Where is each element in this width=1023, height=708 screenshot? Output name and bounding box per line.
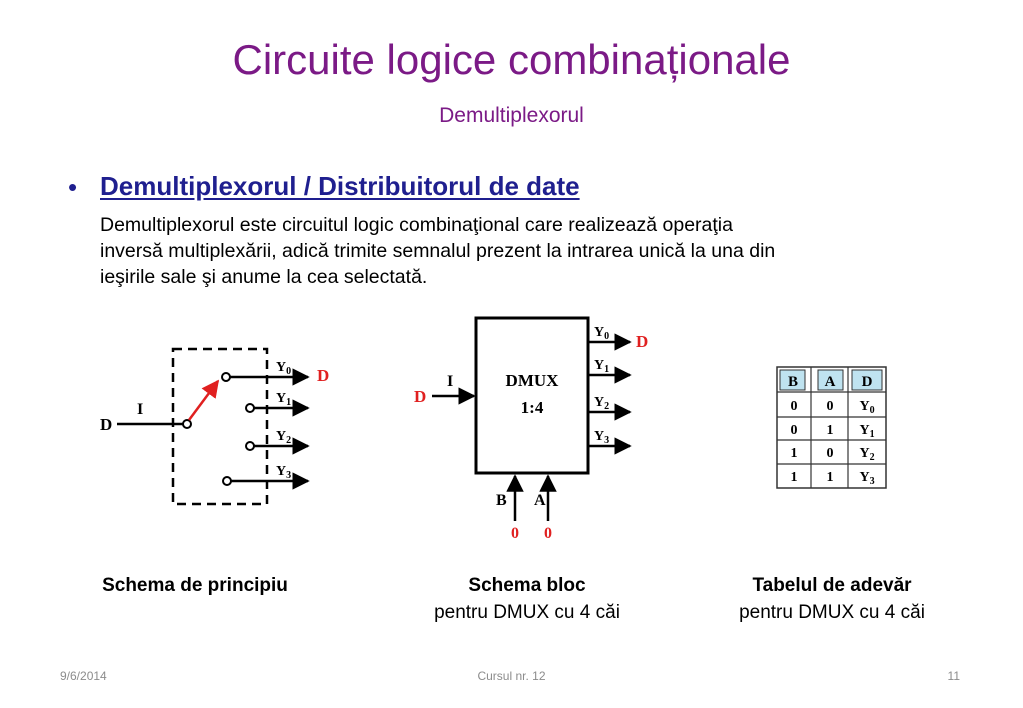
dmux-block-ratio: 1:4 — [521, 398, 544, 417]
body-line-3: ieşirile sale şi anume la cea selectată. — [100, 266, 428, 288]
principle-out-label-y2: Y2 — [276, 429, 291, 446]
caption-block-sub: pentru DMUX cu 4 căi — [434, 602, 620, 623]
dmux-block-name: DMUX — [506, 371, 560, 390]
bullet-dot-icon: • — [68, 172, 78, 202]
table-header-b: B — [788, 374, 798, 390]
table-cell: 1 — [791, 470, 798, 485]
caption-table: Tabelul de adevăr pentru DMUX cu 4 căi — [697, 572, 967, 626]
principle-output-signal: D — [317, 366, 329, 385]
table-cell: 0 — [827, 399, 834, 414]
block-out-label-y3: Y3 — [594, 429, 609, 446]
block-diagram: DMUX 1:4 I D Y0 Y1 Y2 Y3 D B A 0 0 — [414, 316, 648, 542]
caption-table-title: Tabelul de adevăr — [752, 575, 912, 596]
caption-principle: Schema de principiu — [60, 572, 330, 599]
principle-diagram: D I Y0 Y1 Y2 Y3 D — [100, 347, 329, 506]
block-input-signal: D — [414, 387, 426, 406]
body-line-1: Demultiplexorul este circuitul logic com… — [100, 214, 733, 236]
selector-label-a: A — [534, 492, 546, 509]
body-line-2: inversă multiplexării, adică trimite sem… — [100, 240, 776, 262]
dashed-enclosure — [171, 347, 269, 506]
bullet-body: Demultiplexorul este circuitul logic com… — [100, 212, 960, 290]
selector-value-a: 0 — [544, 525, 552, 542]
selector-value-b: 0 — [511, 525, 519, 542]
table-header-cell-b — [779, 369, 806, 391]
principle-contact-y3 — [222, 476, 232, 486]
dmux-block — [474, 316, 590, 475]
block-out-label-y1: Y1 — [594, 358, 609, 375]
selector-label-b: B — [496, 492, 507, 509]
slide-title: Circuite logice combinaționale — [232, 36, 791, 83]
principle-input-signal: D — [100, 415, 112, 434]
table-cell: 0 — [827, 446, 834, 461]
table-header-cell-a — [817, 369, 844, 391]
principle-pivot-contact — [182, 419, 192, 429]
caption-block: Schema bloc pentru DMUX cu 4 căi — [392, 572, 662, 626]
principle-out-label-y3: Y3 — [276, 464, 291, 481]
table-cell: Y1 — [859, 423, 874, 440]
block-out-label-y0: Y0 — [594, 325, 609, 342]
truth-table: B A D 0 0 Y0 0 1 Y1 1 0 Y2 1 1 Y3 — [776, 366, 887, 489]
table-cell: Y0 — [859, 399, 874, 416]
table-header-a: A — [825, 374, 836, 390]
principle-switch-arm — [187, 379, 220, 421]
caption-block-title: Schema bloc — [468, 575, 586, 596]
table-cell: 0 — [791, 399, 798, 414]
table-header-d: D — [862, 374, 873, 390]
table-header-cell-d — [851, 369, 883, 391]
table-cell: 1 — [827, 423, 834, 438]
principle-out-label-y1: Y1 — [276, 391, 291, 408]
table-cell: 0 — [791, 423, 798, 438]
principle-input-label: I — [137, 401, 143, 418]
footer-course: Cursul nr. 12 — [477, 669, 546, 683]
footer-page-number: 11 — [947, 669, 960, 683]
principle-contact-y1 — [245, 403, 255, 413]
principle-contact-y2 — [245, 441, 255, 451]
principle-out-label-y0: Y0 — [276, 360, 291, 377]
block-output-signal: D — [636, 332, 648, 351]
slide-subtitle: Demultiplexorul — [439, 104, 584, 127]
block-out-label-y2: Y2 — [594, 395, 609, 412]
block-input-label: I — [447, 373, 453, 390]
principle-contact-y0 — [221, 372, 231, 382]
table-cell: 1 — [827, 470, 834, 485]
table-cell: Y3 — [859, 470, 874, 487]
table-cell: Y2 — [859, 446, 874, 463]
footer-date: 9/6/2014 — [60, 669, 107, 683]
table-grid — [777, 367, 886, 488]
table-cell: 1 — [791, 446, 798, 461]
caption-table-sub: pentru DMUX cu 4 căi — [739, 602, 925, 623]
caption-principle-title: Schema de principiu — [102, 575, 288, 596]
bullet-heading: Demultiplexorul / Distribuitorul de date — [100, 171, 580, 201]
